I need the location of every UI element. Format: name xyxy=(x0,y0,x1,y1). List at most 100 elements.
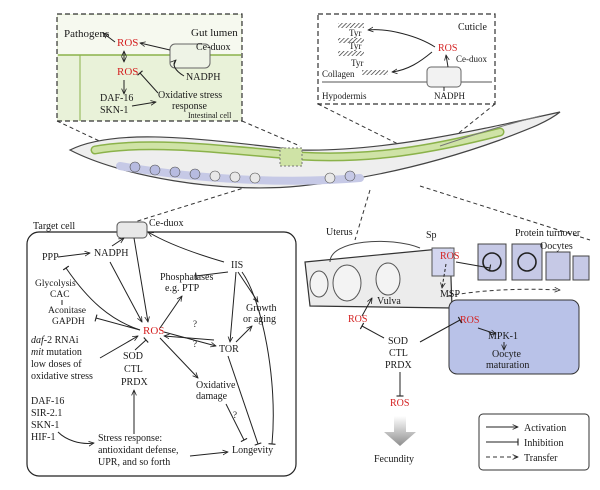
nadph-cell-label: NADPH xyxy=(94,248,128,259)
target-cell-frame xyxy=(26,231,297,477)
turnover-cycle-1 xyxy=(482,252,502,272)
stress-response-2: antioxidant defense, xyxy=(98,445,179,456)
uterus-label: Uterus xyxy=(326,227,353,238)
ce-duox-cell-label: Ce-duox xyxy=(149,218,183,229)
oxstress-gut-label1: Oxidative stress xyxy=(158,90,222,101)
iis-label: IIS xyxy=(231,260,243,271)
daf16-gut-label: DAF-16 xyxy=(100,93,133,104)
germ-cell xyxy=(229,171,241,183)
inhibit-ros-ppp xyxy=(62,265,141,331)
ros-cell-label: ROS xyxy=(117,66,138,78)
ppp-label: PPP xyxy=(42,252,59,263)
oocyte-maturation-2: maturation xyxy=(486,360,529,371)
cuticle-connector-left xyxy=(317,103,411,151)
ctl-germ-label: CTL xyxy=(389,348,408,359)
question-mark-3: ? xyxy=(233,410,237,420)
arrow-nadph-duox xyxy=(111,238,124,247)
arrow-ros-mpk1 xyxy=(477,327,496,334)
inhibit-response-ros xyxy=(137,70,159,94)
sod-cell-label: SOD xyxy=(123,351,143,362)
ce-duox-gut-label: Ce-duox xyxy=(196,42,230,53)
nadph-cuticle-label: NADPH xyxy=(434,91,466,101)
cuticle-panel: Cuticle Tyr Tyr Tyr ROS Collagen Ce-duox… xyxy=(317,13,496,105)
arrow-ros-vulva xyxy=(361,298,372,317)
arrow-ros-to-collagen xyxy=(392,51,433,72)
collagen-strand-2 xyxy=(338,38,364,43)
ros-bottom-label: ROS xyxy=(390,398,409,409)
cuticle-panel-frame xyxy=(317,13,496,105)
fecundity-label: Fecundity xyxy=(374,454,414,465)
collagen-label: Collagen xyxy=(322,69,355,79)
growth-label-2: or aging xyxy=(243,314,276,325)
arrow-tor-growth xyxy=(235,326,252,343)
question-mark-2: ? xyxy=(193,339,197,349)
ce-duox-cuticle-label: Ce-duox xyxy=(456,54,487,64)
nadph-gut-label: NADPH xyxy=(186,72,220,83)
germ-cell xyxy=(324,172,336,184)
arrow-tor-ros xyxy=(164,336,215,341)
intestinal-cell-label: Intestinal cell xyxy=(188,111,232,120)
germ-cell xyxy=(209,170,221,182)
ce-duox-shape xyxy=(169,43,211,69)
oxdamage-label-1: Oxidative xyxy=(196,380,236,391)
protein-turnover-label: Protein turnover xyxy=(515,228,581,239)
pathogens-label: Pathogens xyxy=(64,28,109,40)
daf16-cell-label: DAF-16 xyxy=(31,396,64,407)
arrow-ros-to-tyr xyxy=(368,30,436,48)
ros-oocyte-label: ROS xyxy=(460,315,479,326)
uterus-outline xyxy=(329,240,421,263)
mpk1-label: MPK-1 xyxy=(488,331,518,342)
target-cell-panel: Target cell Ce-duox PPP NADPH IIS Glycol… xyxy=(26,218,297,477)
arrow-stress-ros xyxy=(99,336,138,359)
arrow-ros-to-pathogens xyxy=(103,33,116,43)
germ-cell xyxy=(344,170,356,182)
collagen-strand-3 xyxy=(338,51,364,56)
turnover-cycle-2 xyxy=(517,252,537,272)
glycolysis-label: Glycolysis xyxy=(35,279,76,289)
sp-label: Sp xyxy=(426,230,437,241)
worm-germline-cells xyxy=(129,161,356,184)
tyr-label-2: Tyr xyxy=(349,41,361,51)
legend: Activation Inhibition Transfer xyxy=(478,413,590,471)
transfer-msp-oocyte xyxy=(447,289,560,297)
gapdh-label: GAPDH xyxy=(52,317,85,327)
stress-response-1: Stress response: xyxy=(98,433,162,444)
arrow-duox-to-ros-cuticle xyxy=(446,55,448,68)
inhibit-ros-aconitase xyxy=(94,314,141,331)
oxstress-cell-label: oxidative stress xyxy=(31,371,93,382)
longevity-label: Longevity xyxy=(232,445,273,456)
arrow-stress-longevity xyxy=(189,452,228,457)
germline-connector-left xyxy=(354,189,371,241)
germline-connector-right xyxy=(419,185,591,241)
tyr-label-3: Tyr xyxy=(351,58,363,68)
arrow-ppp-nadph xyxy=(57,253,90,258)
oocyte-4 xyxy=(572,255,590,281)
worm-pharynx xyxy=(439,115,541,147)
transfer-ros-msp xyxy=(442,263,447,288)
prdx-germ-label: PRDX xyxy=(385,360,412,371)
legend-activation-label: Activation xyxy=(524,423,566,434)
growth-label-1: Growth xyxy=(246,303,277,314)
ros-vulva-label: ROS xyxy=(348,314,367,325)
skn1-gut-label: SKN-1 xyxy=(100,105,128,116)
target-cell-label: Target cell xyxy=(33,221,75,232)
skn1-cell-label: SKN-1 xyxy=(31,420,59,431)
daf2-label: daf-2 RNAi xyxy=(31,335,79,346)
embryo-1 xyxy=(332,264,362,302)
worm-highlight-region xyxy=(279,147,303,167)
ctl-cell-label: CTL xyxy=(124,364,143,375)
oocyte-3 xyxy=(545,251,571,281)
cuticle-label: Cuticle xyxy=(458,22,487,33)
inhibit-tor-longevity xyxy=(227,355,262,446)
eg-ptp-label: e.g. PTP xyxy=(165,283,200,294)
spermatheca xyxy=(431,247,455,277)
oocyte-2 xyxy=(511,243,543,281)
oocyte-maturation-1: Oocyte xyxy=(492,349,521,360)
embryo-2 xyxy=(375,262,401,296)
sir21-label: SIR-2.1 xyxy=(31,408,62,419)
fecundity-arrow xyxy=(384,416,416,446)
oxstress-gut-label2: response xyxy=(172,101,208,112)
mit-label: mit mutation xyxy=(31,347,82,358)
ros-cell-center: ROS xyxy=(143,325,164,337)
